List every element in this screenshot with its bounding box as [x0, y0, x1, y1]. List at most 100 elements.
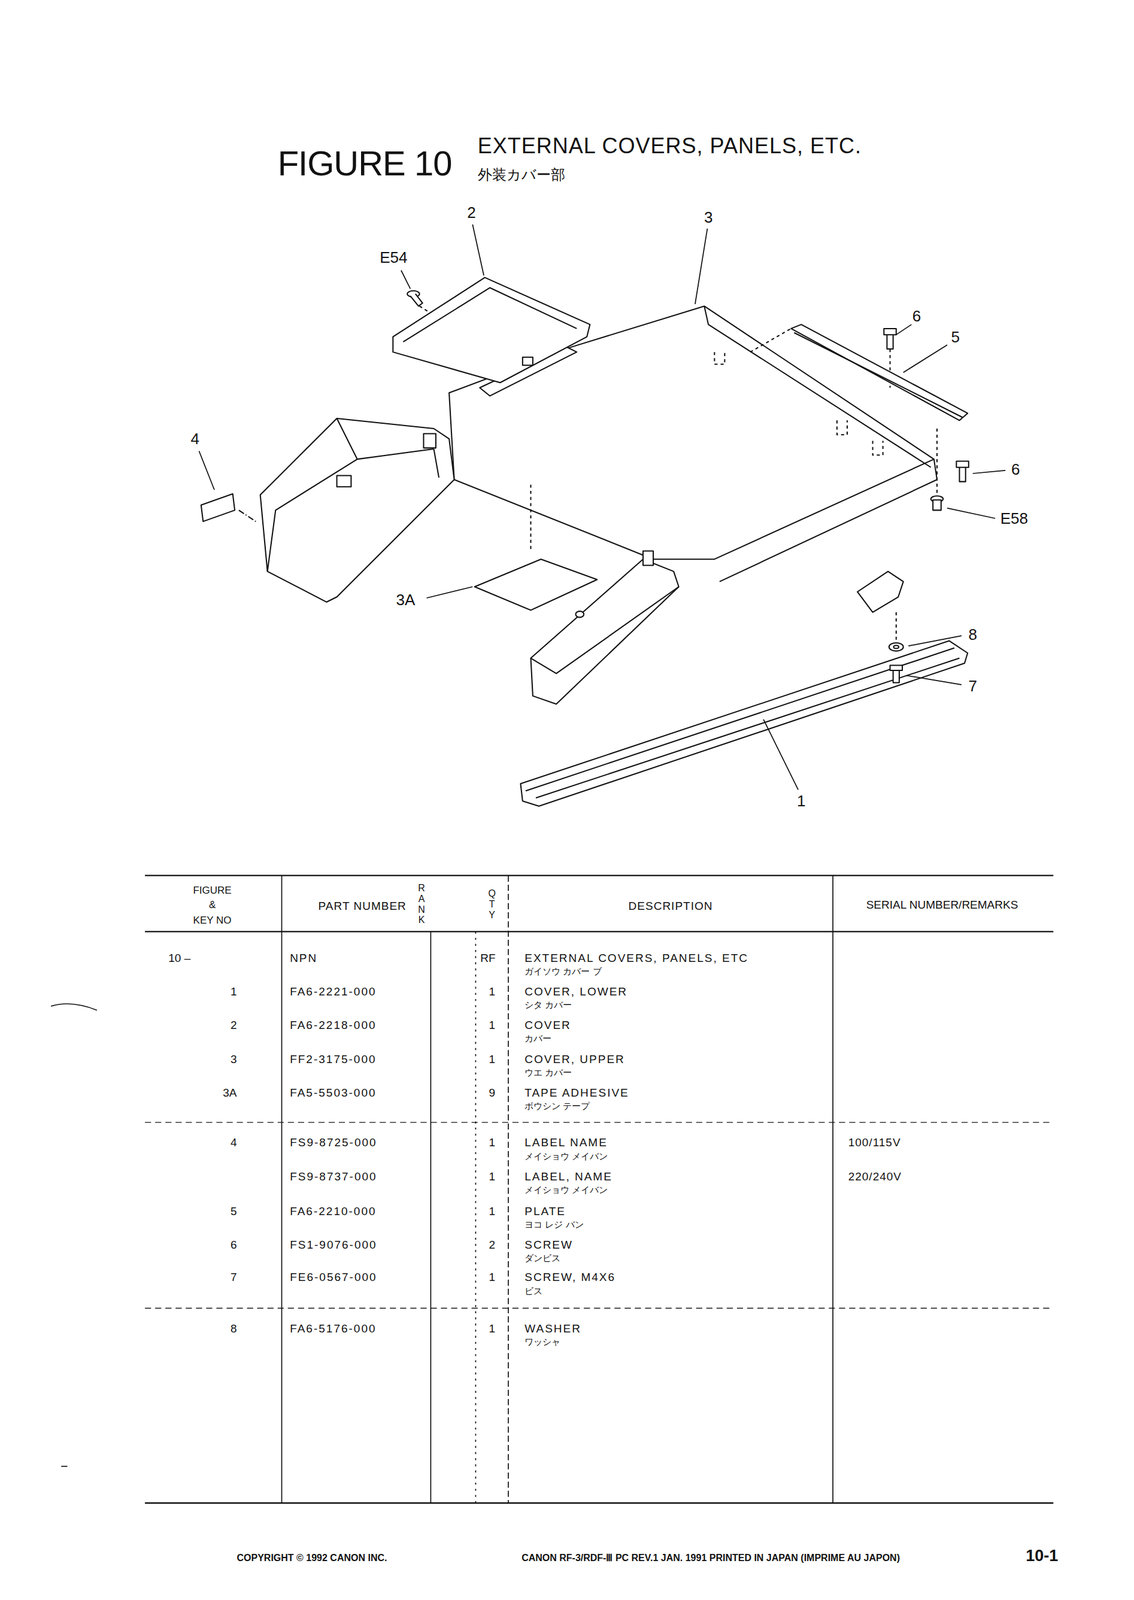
remarks: 100/115V	[848, 1136, 902, 1150]
cover-part-edge	[402, 287, 577, 342]
description: LABEL NAME	[524, 1136, 608, 1150]
callout-number: E58	[1000, 510, 1029, 528]
washer-hole	[893, 645, 900, 649]
key-number: 6	[230, 1238, 238, 1252]
cover-part	[392, 277, 590, 384]
part-number: FA6-2218-000	[289, 1019, 377, 1033]
description: COVER, UPPER	[524, 1053, 626, 1066]
key-number: 5	[230, 1205, 238, 1218]
callout-number: 1	[796, 792, 806, 811]
part-number: FS9-8737-000	[289, 1170, 377, 1184]
callout-number: 2	[467, 203, 476, 221]
left-housing	[260, 418, 455, 603]
lower-cover-edge	[525, 647, 955, 791]
description: WASHER	[524, 1322, 582, 1336]
quantity: 1	[488, 986, 496, 999]
housing-tab	[423, 434, 436, 449]
key-number: 7	[230, 1271, 238, 1285]
table-header: FIGURE	[192, 885, 232, 897]
description-jp: ビス	[524, 1286, 543, 1297]
key-number: 1	[230, 986, 238, 999]
screw	[956, 461, 969, 482]
key-number: 4	[230, 1136, 238, 1150]
part-number: FE6-0567-000	[289, 1271, 377, 1285]
callout-number: 5	[950, 328, 960, 346]
page-number: 10-1	[1025, 1547, 1058, 1566]
quantity: 1	[488, 1271, 496, 1285]
housing-edges	[267, 418, 439, 572]
table-header: SERIAL NUMBER/REMARKS	[866, 899, 1019, 912]
plate	[790, 324, 968, 421]
description-jp: ガイソウ カバー ブ	[524, 966, 602, 978]
description: PLATE	[524, 1205, 566, 1218]
description: EXTERNAL COVERS, PANELS, ETC	[524, 951, 749, 965]
key-number: 3	[230, 1053, 238, 1066]
key-number: 2	[230, 1019, 238, 1033]
part-number: FS9-8725-000	[289, 1136, 377, 1150]
quantity: RF	[480, 951, 496, 965]
table-header: DESCRIPTION	[628, 899, 714, 913]
screw	[883, 328, 896, 350]
quantity: 1	[488, 1136, 496, 1150]
housing-window	[337, 475, 352, 487]
margin-marks	[50, 1004, 97, 1467]
name-label	[201, 493, 235, 522]
cover-tab	[522, 357, 533, 366]
part-number: FA6-2210-000	[289, 1205, 377, 1218]
parts-table	[144, 875, 1054, 1504]
screw-shaft	[932, 499, 942, 511]
part-number: FS1-9076-000	[289, 1238, 377, 1252]
footer-publication: CANON RF-3/RDF-Ⅲ PC REV.1 JAN. 1991 PRIN…	[521, 1553, 900, 1564]
figure-subtitle: EXTERNAL COVERS, PANELS, ETC.	[477, 134, 862, 159]
part-number: FF2-3175-000	[289, 1053, 377, 1066]
adhesive-tape	[474, 559, 598, 611]
callout-number: 6	[912, 307, 921, 326]
callout-number: 3	[704, 208, 713, 227]
table-header: RANK	[416, 883, 427, 926]
part-number: FA6-5176-000	[289, 1322, 377, 1336]
description-jp: メイショウ メイバン	[524, 1185, 608, 1196]
label-line	[238, 510, 258, 523]
lower-cover	[520, 641, 968, 807]
quantity: 2	[488, 1238, 496, 1252]
washer	[889, 643, 904, 652]
key-number: 3A	[222, 1086, 237, 1100]
description: TAPE ADHESIVE	[524, 1086, 630, 1100]
description-jp: ダンビス	[524, 1253, 561, 1264]
key-number: 10 –	[168, 951, 191, 965]
screw-shaft	[410, 293, 423, 306]
description: COVER, LOWER	[524, 986, 628, 999]
table-header: KEY NO	[193, 914, 232, 927]
callout-number: 4	[190, 430, 199, 448]
description: SCREW, M4X6	[524, 1271, 616, 1285]
footer-copyright: COPYRIGHT © 1992 CANON INC.	[237, 1553, 388, 1564]
cover-edge	[719, 459, 938, 582]
description-jp: ヨコ レジ バン	[524, 1219, 584, 1230]
quantity: 1	[488, 1170, 496, 1184]
quantity: 1	[488, 1053, 496, 1066]
callout-number: 7	[968, 677, 977, 695]
callout-number: E54	[379, 248, 408, 266]
quantity: 1	[488, 1205, 496, 1218]
description: SCREW	[524, 1238, 573, 1252]
callout-number: 6	[1011, 461, 1020, 479]
quantity: 1	[488, 1322, 496, 1336]
screw	[890, 665, 903, 683]
part-number: NPN	[289, 951, 318, 965]
remarks: 220/240V	[848, 1170, 902, 1184]
description-jp: ウエ カバー	[524, 1067, 572, 1078]
description-jp: メイショウ メイバン	[524, 1151, 608, 1162]
leader-lines	[198, 224, 1006, 790]
table-header: QTY	[487, 888, 497, 921]
front-tab	[643, 551, 654, 566]
bracket	[857, 571, 904, 613]
quantity: 1	[488, 1019, 496, 1033]
front-hole	[575, 611, 584, 618]
table-header: &	[208, 899, 216, 912]
description-jp: カバー	[524, 1034, 552, 1045]
description: LABEL, NAME	[524, 1170, 613, 1184]
figure-title: FIGURE 10	[277, 144, 453, 183]
callout-number: 8	[968, 626, 977, 644]
description: COVER	[524, 1019, 572, 1033]
